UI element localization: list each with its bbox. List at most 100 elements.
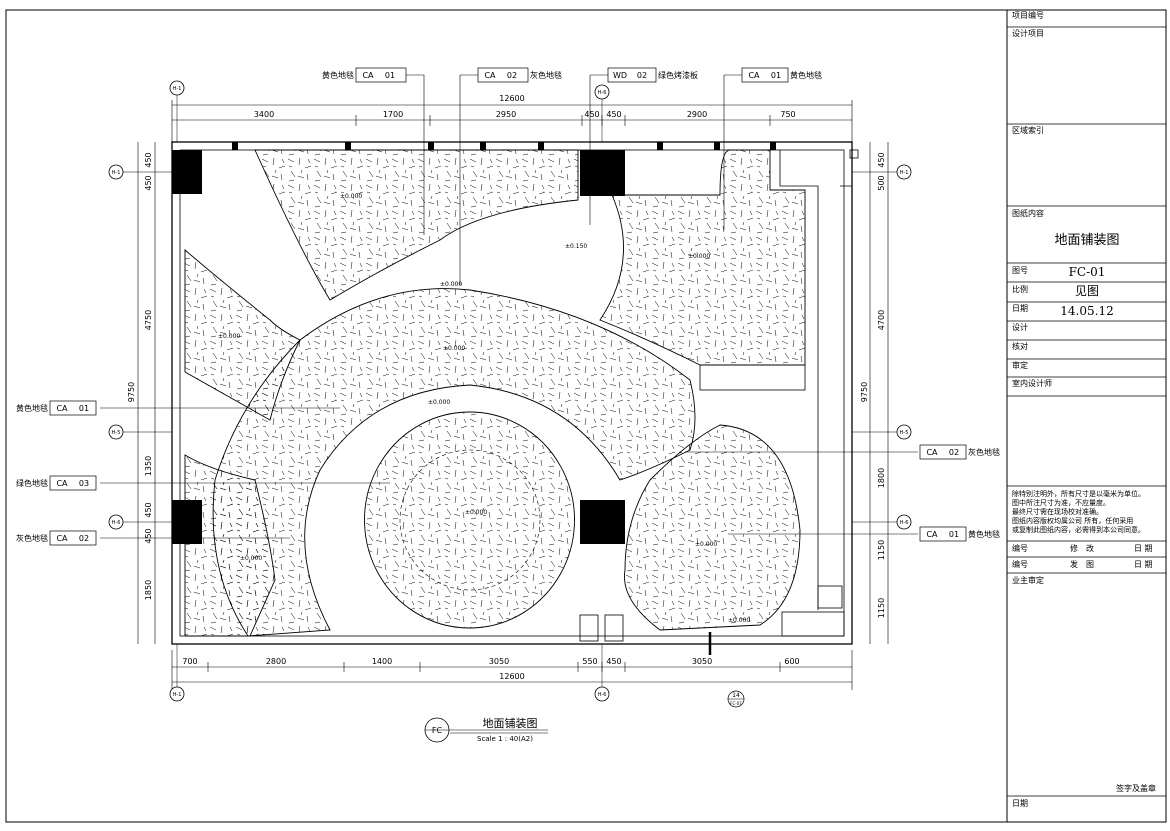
axis-label: H-1 [112,170,121,176]
dim-left: 450 [144,502,153,517]
dim-bottom: 1400 [372,657,392,666]
dim-top: 2900 [687,110,707,119]
plan-tag: FC [432,726,443,735]
title-block-grid [1007,26,1166,797]
date-label: 日期 [1012,304,1028,313]
date-value: 14.05.12 [1060,304,1114,318]
callout-num: 01 [385,71,395,80]
callout-text: 灰色地毯 [968,447,1000,457]
drawing-no-label: 图号 [1012,266,1028,275]
level-mark: ±0.000 [240,555,262,562]
side-dimensions [137,142,889,644]
dim-bottom: 3050 [692,657,712,666]
floor-regions [184,149,806,637]
dim-bottom: 700 [182,657,197,666]
callout-num: 02 [79,534,89,543]
callout-code: CA [926,448,938,457]
dim-left: 1350 [144,456,153,476]
drawing-no: FC-01 [1068,265,1106,279]
plan-title: 地面铺装图 [483,717,538,730]
callout-code: CA [362,71,374,80]
dim-top: 1700 [383,110,403,119]
callout-num: 01 [79,404,89,413]
rev-label: 修 改 [1070,544,1094,553]
section-ref: FC-07 [730,701,742,706]
level-mark: ±0.000 [695,541,717,548]
level-mark: ±0.000 [465,509,487,516]
dim-top: 2950 [496,110,516,119]
section-num: 14 [732,692,740,699]
callout-code: CA [56,479,68,488]
level-mark: ±0.000 [728,617,750,624]
dim-right: 1150 [877,598,886,618]
dim-left: 9750 [127,382,136,402]
issue-no-label: 编号 [1012,560,1028,569]
sheet-border [5,9,1167,823]
callout-code: WD [613,71,627,80]
callout-code: CA [926,530,938,539]
project-label: 设计项目 [1012,29,1044,38]
callout-text: 绿色地毯 [16,478,48,488]
callout-text: 绿色烤漆板 [658,70,698,80]
dim-bottom: 450 [606,657,621,666]
callout-code: CA [748,71,760,80]
rev-date-label: 日 期 [1134,544,1153,553]
dim-top: 450 [584,110,599,119]
level-mark: ±0.000 [340,193,362,200]
callout-code: CA [484,71,496,80]
dim-bottom: 550 [582,657,597,666]
rev-no-label: 编号 [1012,544,1028,553]
notes: 除特别注明外，所有尺寸是以毫米为单位。 图中所注尺寸为准，不应量度。 最终尺寸需… [1012,490,1164,535]
issue-date-label: 日 期 [1134,560,1153,569]
note-line: 除特别注明外，所有尺寸是以毫米为单位。 [1012,490,1145,498]
plan-scale: Scale 1 : 40(A2) [477,735,533,743]
callout-text: 黄色地毯 [322,70,354,80]
content-label: 图纸内容 [1012,209,1044,218]
dim-right: 9750 [860,382,869,402]
callout-num: 02 [507,71,517,80]
dim-top: 3400 [254,110,274,119]
level-mark: ±0.000 [688,253,710,260]
axis-label: H-6 [598,90,607,96]
scale-label: 比例 [1012,285,1028,294]
dim-right: 4700 [877,310,886,330]
final-date-label: 日期 [1012,799,1028,808]
bottom-dimensions [171,650,853,690]
note-line: 或复制此图纸内容，必需得到本公司同意。 [1012,526,1145,534]
owner-label: 业主审定 [1012,576,1044,585]
drawing-content: 地面铺装图 [1054,233,1120,248]
axis-label: H-6 [598,692,607,698]
callout-num: 02 [949,448,959,457]
callout-text: 灰色地毯 [16,533,48,543]
axis-label: H-1 [173,692,182,698]
axis-label: H-6 [900,520,909,526]
callout-num: 02 [637,71,647,80]
callout-code: CA [56,404,68,413]
dim-bottom-total: 12600 [499,672,524,681]
dim-top: 750 [780,110,795,119]
dim-top-total: 12600 [499,94,524,103]
callout-text: 黄色地毯 [790,70,822,80]
level-mark: ±0.150 [565,243,587,250]
dim-bottom: 2800 [266,657,286,666]
callout-text: 灰色地毯 [530,70,562,80]
dim-left: 450 [144,152,153,167]
dim-right: 450 [877,152,886,167]
dim-right: 1150 [877,540,886,560]
callout-num: 03 [79,479,89,488]
axis-label: H-5 [112,430,121,436]
axis-markers [108,80,912,702]
callout-code: CA [56,534,68,543]
callout-text: 黄色地毯 [16,403,48,413]
dim-left: 4750 [144,310,153,330]
dim-right: 500 [877,175,886,190]
issue-label: 发 图 [1070,560,1094,569]
axis-label: H-1 [173,86,182,92]
dim-top: 450 [606,110,621,119]
axis-label: H-1 [900,170,909,176]
callout-num: 01 [949,530,959,539]
dim-left: 1850 [144,580,153,600]
check-label: 核对 [1012,342,1028,351]
dim-bottom: 600 [784,657,799,666]
